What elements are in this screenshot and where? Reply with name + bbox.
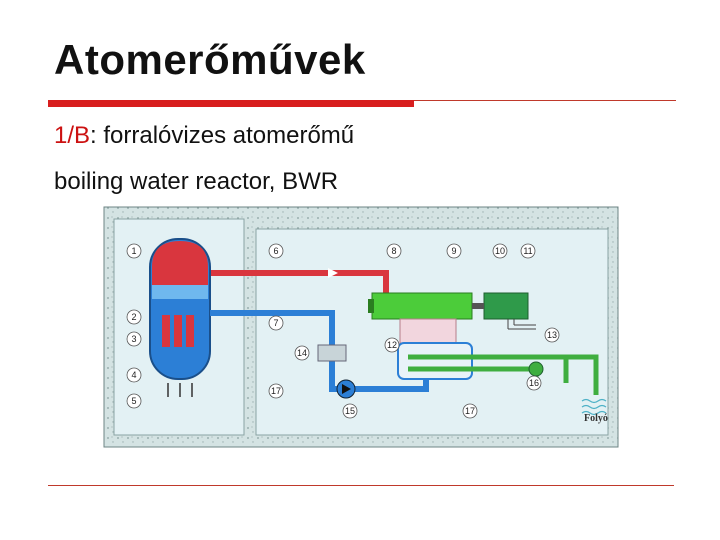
label-14: 14 — [297, 348, 307, 358]
label-5: 5 — [131, 396, 136, 406]
preheater — [317, 344, 347, 362]
river-label: Folyó — [584, 413, 608, 424]
subtitle-text: : forralóvizes atomerőmű — [90, 122, 355, 149]
label-17-bottom: 17 — [465, 406, 475, 416]
diagram-labels — [126, 243, 560, 419]
label-12: 12 — [387, 340, 397, 350]
label-10: 10 — [495, 246, 505, 256]
label-8: 8 — [391, 246, 396, 256]
label-4: 4 — [131, 370, 136, 380]
steam-pipe — [206, 270, 389, 293]
generator — [483, 292, 529, 320]
reactor-vessel — [149, 238, 211, 397]
steam-arrow — [328, 268, 338, 278]
condenser — [397, 342, 473, 380]
label-11: 11 — [523, 246, 532, 256]
label-7: 7 — [273, 318, 278, 328]
river — [581, 398, 607, 416]
subtitle-prefix: 1/B — [54, 122, 91, 149]
bwr-diagram: 1 2 3 4 5 6 7 8 9 10 11 12 13 14 15 16 1… — [103, 206, 619, 448]
subtitle-line: 1/B: forralóvizes atomerőmű — [54, 122, 354, 150]
bottom-rule — [48, 485, 674, 486]
label-16: 16 — [529, 378, 539, 388]
label-9: 9 — [451, 246, 456, 256]
label-6: 6 — [273, 246, 278, 256]
label-17-left: 17 — [271, 386, 281, 396]
label-2: 2 — [131, 312, 136, 322]
cooling-pump — [528, 361, 544, 377]
label-3: 3 — [131, 334, 136, 344]
label-1: 1 — [131, 246, 136, 256]
label-15: 15 — [345, 406, 355, 416]
page-title: Atomerőművek — [54, 36, 366, 83]
title-underline-bar — [48, 100, 414, 107]
condenser-connect — [399, 318, 457, 344]
subtitle-english: boiling water reactor, BWR — [54, 168, 339, 195]
title-underline-rule — [414, 100, 676, 101]
label-13: 13 — [547, 330, 557, 340]
turbine — [371, 292, 473, 320]
